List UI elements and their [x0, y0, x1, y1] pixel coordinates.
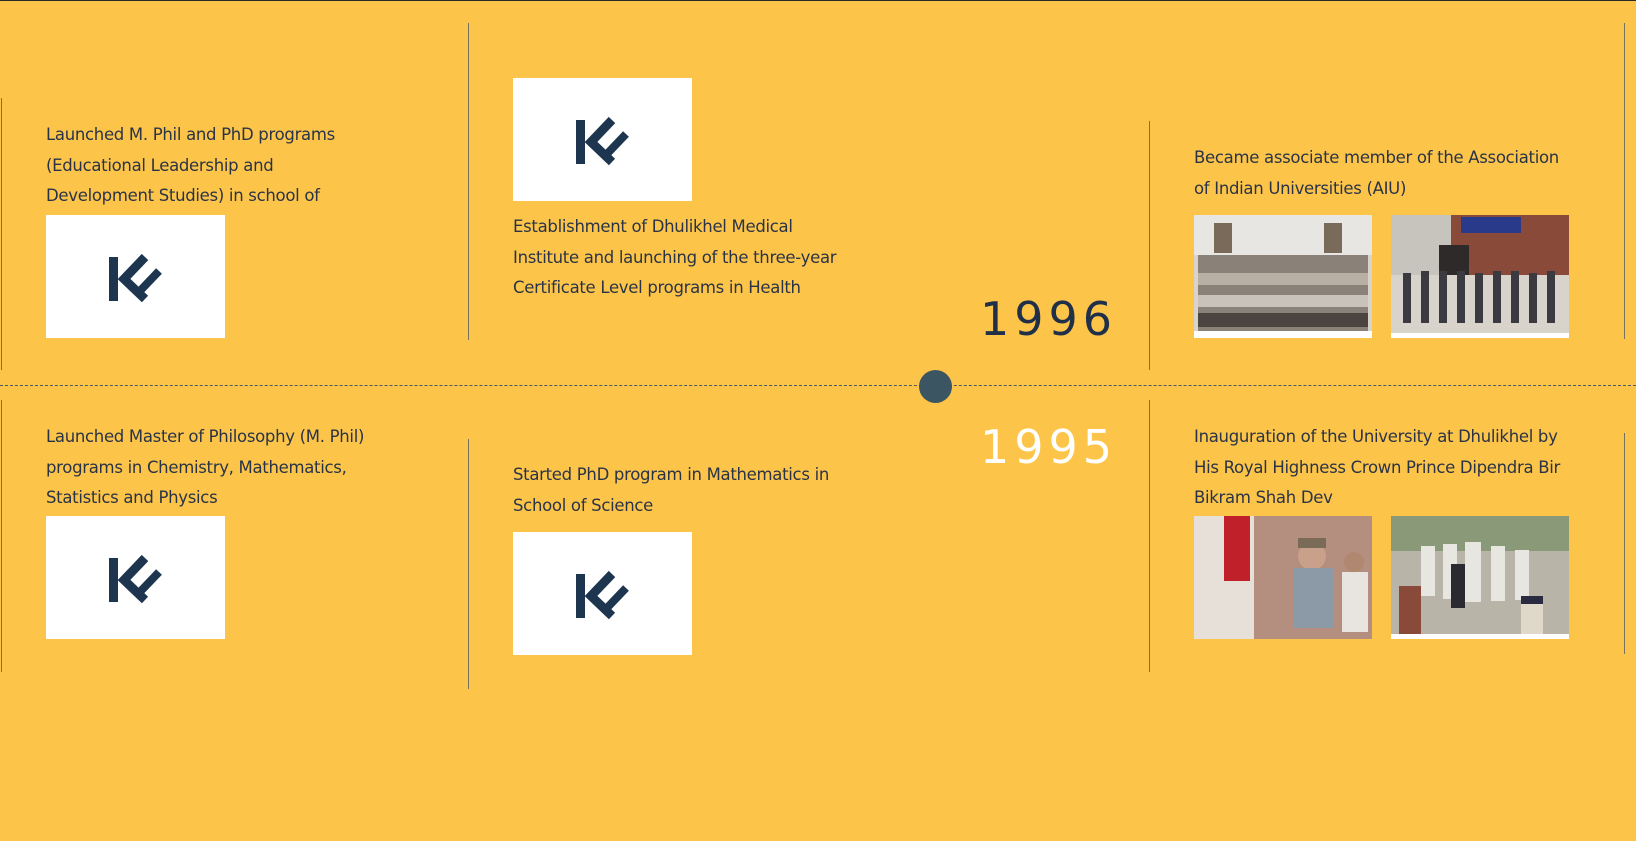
event-text: Became associate member of the Associati… — [1194, 148, 1559, 198]
timeline-axis — [0, 385, 1636, 386]
event-text: Establishment of Dhulikhel Medical Insti… — [513, 217, 837, 297]
event-photo-group — [1194, 215, 1372, 338]
separator — [1, 400, 2, 672]
event-logo — [46, 215, 225, 338]
separator — [468, 439, 469, 689]
event-text: Launched Master of Philosophy (M. Phil) … — [46, 427, 365, 507]
event-logo — [513, 78, 692, 201]
ku-logo-icon — [108, 554, 162, 603]
ku-logo-icon — [575, 570, 629, 619]
event-photo-building — [1391, 215, 1569, 338]
year-label-lower: 1995 — [980, 420, 1118, 474]
event-logo — [513, 532, 692, 655]
timeline-marker[interactable] — [919, 370, 952, 403]
event-text: Inauguration of the University at Dhulik… — [1194, 427, 1560, 507]
top-border — [0, 0, 1636, 1]
event-text: Started PhD program in Mathematics in Sc… — [513, 465, 830, 515]
separator — [1624, 23, 1625, 339]
separator — [1149, 400, 1150, 672]
event-photo-procession — [1391, 516, 1569, 639]
year-label-upper: 1996 — [980, 292, 1118, 346]
ku-logo-icon — [575, 116, 629, 165]
separator — [468, 23, 469, 340]
separator — [1, 98, 2, 370]
separator — [1624, 433, 1625, 654]
separator — [1149, 121, 1150, 370]
event-photo-inauguration — [1194, 516, 1372, 639]
event-logo — [46, 516, 225, 639]
ku-logo-icon — [108, 253, 162, 302]
